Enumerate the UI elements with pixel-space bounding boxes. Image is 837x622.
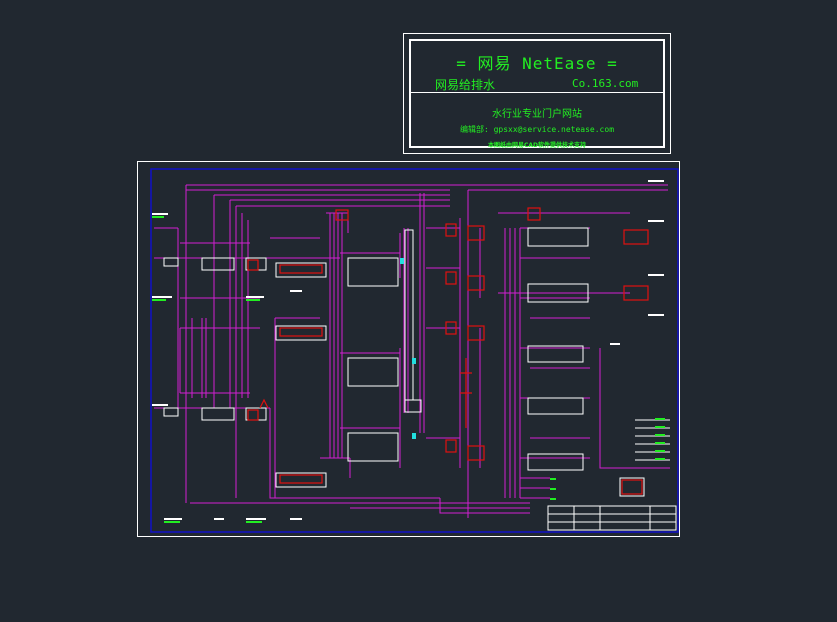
title-block-slogan: 水行业专业门户网站 bbox=[492, 109, 582, 120]
process-flow-diagram-icon bbox=[150, 168, 679, 533]
title-block-site-domain: Co.163.com bbox=[572, 77, 639, 90]
title-block-site-name: 网易给排水 bbox=[435, 78, 496, 92]
title-block-email: 编辑部: gpsxx@service.netease.com bbox=[459, 125, 615, 134]
netease-title-block: = 网易 NetEase = 网易给排水 Co.163.com 水行业专业门户网… bbox=[403, 33, 671, 154]
title-block-heading: = 网易 NetEase = bbox=[456, 54, 618, 73]
title-block-divider bbox=[411, 92, 663, 93]
drawing-sheet-border bbox=[137, 161, 680, 537]
title-block-note: 本图纸由网易CAD软件提供技术支持 bbox=[487, 142, 587, 149]
title-block-inner-frame: = 网易 NetEase = 网易给排水 Co.163.com 水行业专业门户网… bbox=[409, 39, 665, 149]
